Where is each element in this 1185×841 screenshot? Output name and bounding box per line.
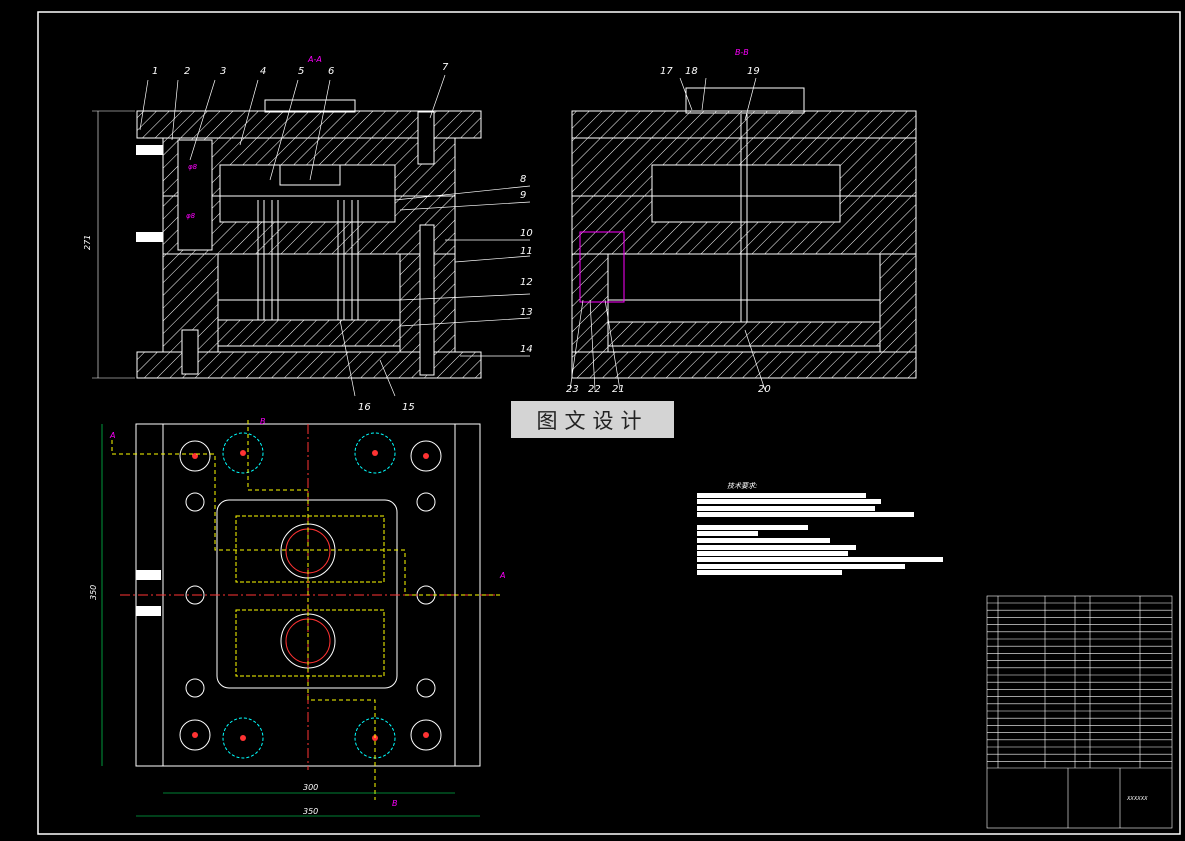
bb-hot-runner-plate — [685, 87, 805, 114]
section-view-bb: B-B — [571, 48, 917, 379]
technical-requirements: 技术要求: — [697, 482, 943, 575]
plan-width-outer-dim: 350 — [303, 807, 318, 816]
tech-req-title: 技术要求: — [727, 482, 757, 490]
bb-cooling-block — [579, 231, 625, 303]
svg-text:15: 15 — [402, 402, 415, 413]
svg-text:17: 17 — [660, 66, 673, 77]
ejector-plate — [217, 319, 401, 347]
svg-text:φ8: φ8 — [186, 212, 196, 220]
plan-width-inner-dim: 300 — [303, 783, 318, 792]
svg-text:5: 5 — [298, 66, 304, 77]
leader-lines-left — [139, 74, 531, 397]
svg-text:13: 13 — [520, 307, 533, 318]
plan-cavity-pocket — [216, 499, 398, 689]
section-label-aa: A-A — [307, 55, 322, 64]
svg-text:10: 10 — [520, 228, 533, 239]
ejector-retainer-plate — [217, 299, 401, 321]
svg-text:A: A — [109, 431, 115, 440]
height-dim-label: 271 — [83, 235, 92, 250]
svg-text:18: 18 — [685, 66, 698, 77]
svg-text:2: 2 — [184, 66, 190, 77]
svg-text:23: 23 — [566, 384, 579, 395]
svg-text:4: 4 — [260, 66, 266, 77]
part-numbers-left: 1 2 3 4 5 6 7 8 9 10 11 12 13 14 15 16 — [152, 62, 533, 413]
bb-bottom-clamp-plate — [571, 351, 917, 379]
drawing-border — [37, 11, 1181, 835]
svg-text:14: 14 — [520, 344, 533, 355]
guide-pin-top — [417, 111, 435, 165]
svg-text:B: B — [260, 417, 266, 426]
svg-text:1: 1 — [152, 66, 158, 77]
svg-text:φ8: φ8 — [188, 163, 198, 171]
locating-ring — [264, 99, 356, 113]
guide-pin — [419, 224, 435, 376]
section-label-bb: B-B — [735, 48, 749, 57]
svg-text:6: 6 — [328, 66, 334, 77]
svg-text:7: 7 — [442, 62, 449, 73]
screw-left — [181, 329, 199, 375]
leader-lines-right — [569, 77, 766, 391]
svg-text:11: 11 — [520, 246, 533, 257]
svg-text:A: A — [499, 571, 505, 580]
svg-text:8: 8 — [520, 174, 526, 185]
title-block — [986, 595, 1173, 829]
bb-top-clamp-plate — [571, 110, 917, 139]
section-view-aa: 271 A-A φ8 φ8 — [83, 55, 482, 379]
sprue-bushing-block — [177, 139, 213, 251]
svg-text:16: 16 — [358, 402, 371, 413]
svg-text:20: 20 — [758, 384, 771, 395]
svg-text:12: 12 — [520, 277, 533, 288]
svg-text:21: 21 — [612, 384, 625, 395]
core-insert — [219, 195, 396, 223]
plan-height-dim: 350 — [89, 585, 98, 600]
svg-text:9: 9 — [520, 190, 526, 201]
svg-text:3: 3 — [220, 66, 226, 77]
part-numbers-right: 17 18 19 20 21 22 23 — [566, 66, 771, 395]
plan-view: 350 300 350 A A B B — [89, 417, 505, 817]
svg-text:22: 22 — [588, 384, 601, 395]
svg-text:19: 19 — [747, 66, 760, 77]
drawing-code: XXXXXX — [1126, 796, 1148, 802]
svg-text:B: B — [392, 799, 398, 808]
watermark-logo: 图文设计 — [511, 401, 674, 438]
